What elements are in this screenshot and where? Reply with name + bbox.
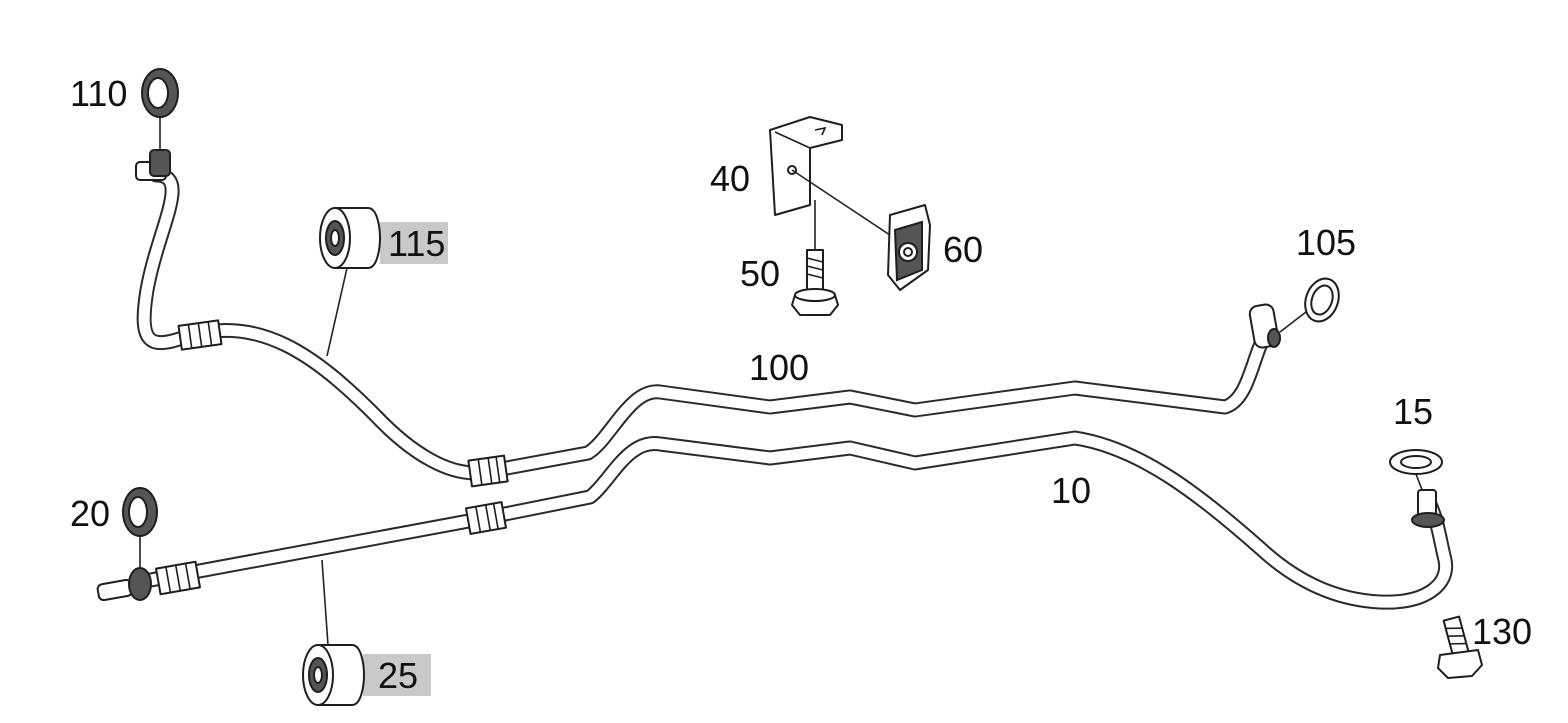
ferrule-lower-left — [155, 560, 201, 596]
callout-20: 20 — [70, 493, 110, 534]
fitting-10-end — [1411, 489, 1445, 528]
washer-105-icon[interactable] — [1299, 274, 1344, 326]
callout-60: 60 — [943, 229, 983, 270]
pipe-100[interactable] — [136, 167, 1272, 481]
pipe-10[interactable] — [132, 430, 1454, 610]
callout-115-highlight — [380, 222, 448, 264]
callout-15: 15 — [1393, 391, 1433, 432]
callout-25-highlight — [363, 654, 431, 696]
fitting-10-start — [96, 567, 152, 602]
callout-115: 115 — [388, 223, 445, 264]
hose-bush-115-icon[interactable] — [319, 207, 381, 269]
callout-10: 10 — [1051, 470, 1091, 511]
clip-60-icon[interactable] — [887, 204, 931, 291]
bracket-40-icon[interactable] — [769, 116, 843, 216]
callout-40: 40 — [710, 158, 750, 199]
leader-40-60 — [791, 169, 906, 246]
callout-105: 105 — [1296, 222, 1356, 263]
callout-100: 100 — [749, 347, 809, 388]
banjo-fitting-100-end — [1248, 303, 1281, 349]
fitting-110-end — [135, 149, 171, 181]
ferrule-upper-mid — [467, 454, 509, 488]
callout-50: 50 — [740, 253, 780, 294]
callout-110: 110 — [70, 73, 127, 114]
callout-25: 25 — [378, 655, 418, 696]
ferrule-lower-mid — [465, 501, 507, 535]
ferrule-upper-left — [177, 319, 223, 351]
sealing-ring-20-icon[interactable] — [122, 487, 158, 537]
sealing-ring-110-icon[interactable] — [141, 68, 179, 118]
o-ring-15-icon[interactable] — [1389, 449, 1443, 475]
bolt-50-icon[interactable] — [791, 249, 839, 316]
bolt-130-icon[interactable] — [1437, 615, 1483, 679]
leader-105 — [1279, 311, 1307, 333]
callout-130: 130 — [1472, 611, 1532, 652]
hose-bush-25-icon[interactable] — [302, 644, 365, 706]
leader-25 — [321, 559, 329, 646]
leader-115 — [326, 267, 348, 357]
